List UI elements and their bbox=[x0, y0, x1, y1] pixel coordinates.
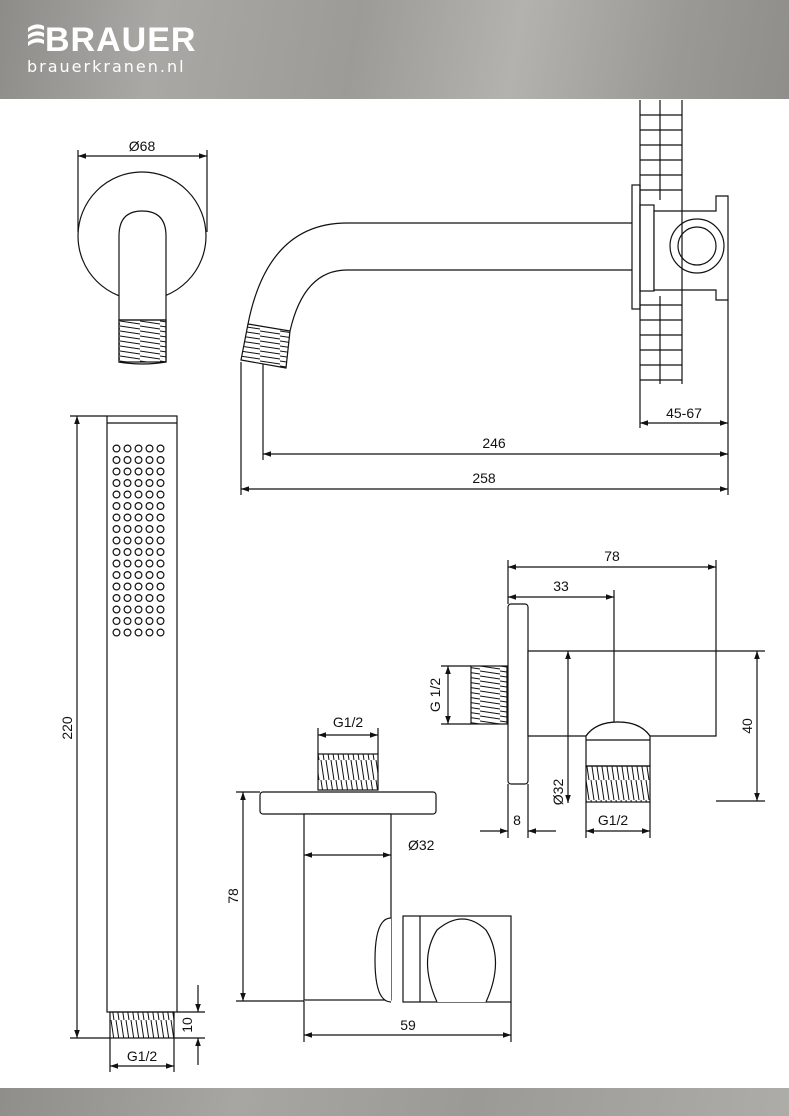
brand-name: BRAUER bbox=[45, 21, 197, 59]
spout-side-view bbox=[240, 100, 729, 495]
dim-handshower-thread: G1/2 bbox=[127, 1048, 158, 1064]
dim-rosette-diameter: Ø68 bbox=[129, 138, 156, 154]
wall-holder bbox=[236, 728, 512, 1042]
dim-elbow-outlet-offset: 33 bbox=[553, 578, 569, 594]
dim-holder-diameter: Ø32 bbox=[408, 837, 435, 853]
dim-elbow-flange-thickness: 8 bbox=[513, 812, 521, 828]
hand-shower bbox=[70, 415, 205, 1072]
dim-overall-length: 258 bbox=[472, 470, 496, 486]
footer-banner bbox=[0, 1088, 789, 1116]
dim-holder-thread-top: G1/2 bbox=[333, 714, 364, 730]
dim-elbow-inlet-thread: G 1/2 bbox=[427, 678, 443, 712]
dim-elbow-height: 40 bbox=[739, 718, 755, 734]
dim-elbow-total-length: 78 bbox=[604, 548, 620, 564]
dim-handshower-thread-length: 10 bbox=[179, 1017, 195, 1033]
dim-holder-projection: 59 bbox=[400, 1017, 416, 1033]
dim-wall-depth: 45-67 bbox=[666, 405, 702, 421]
dim-elbow-outlet-thread: G1/2 bbox=[598, 812, 629, 828]
header-banner bbox=[0, 0, 789, 99]
brand-url: brauerkranen.nl bbox=[27, 57, 186, 76]
dim-holder-height: 78 bbox=[225, 888, 241, 904]
wall-elbow bbox=[441, 560, 765, 838]
rosette-front-view bbox=[77, 150, 208, 365]
dim-elbow-outlet-diameter: Ø32 bbox=[550, 779, 566, 806]
brand-logo-icon bbox=[28, 24, 44, 46]
dim-spout-projection: 246 bbox=[482, 435, 506, 451]
dim-handshower-length: 220 bbox=[59, 716, 75, 740]
